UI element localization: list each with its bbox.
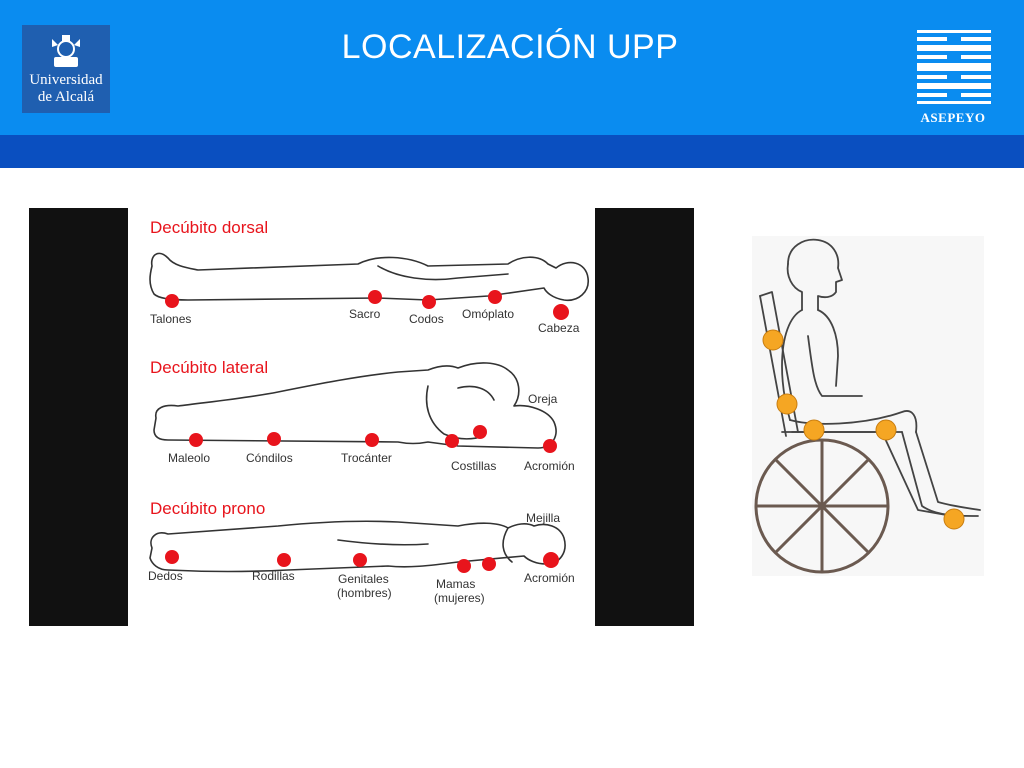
point-mamas-1: [457, 559, 471, 573]
label-costillas: Costillas: [451, 459, 496, 473]
wheelchair-figure: [752, 236, 984, 576]
label-codos: Codos: [409, 312, 444, 326]
point-dedos: [165, 550, 179, 564]
label-condilos: Cóndilos: [246, 451, 293, 465]
asepeyo-logo: ASEPEYO: [915, 28, 993, 126]
label-hombres: (hombres): [337, 586, 392, 600]
positions-figure-canvas: Decúbito dorsal Decúbito lateral Decúbit…: [128, 208, 595, 626]
point-wheelchair-back: [762, 329, 784, 351]
point-omoplato: [488, 290, 502, 304]
point-codos: [422, 295, 436, 309]
label-acromion-lateral: Acromión: [524, 459, 575, 473]
asepeyo-mark-icon: [917, 30, 991, 104]
point-costillas: [445, 434, 459, 448]
label-oreja: Oreja: [528, 392, 558, 406]
wheelchair-diagram: [754, 238, 981, 574]
university-name-line1: Universidad: [29, 72, 103, 88]
point-condilos: [267, 432, 281, 446]
point-oreja: [473, 425, 487, 439]
label-mamas: Mamas: [436, 577, 475, 591]
point-wheelchair-ischium: [803, 419, 825, 441]
asepeyo-wordmark: ASEPEYO: [920, 110, 986, 125]
label-genitales: Genitales: [338, 572, 389, 586]
label-talones: Talones: [150, 312, 191, 326]
heading-lateral: Decúbito lateral: [150, 358, 268, 377]
label-maleolo: Maleolo: [168, 451, 210, 465]
positions-figure: Decúbito dorsal Decúbito lateral Decúbit…: [29, 208, 694, 626]
point-acromion-prono: [543, 552, 559, 568]
label-trocanter: Trocánter: [341, 451, 392, 465]
point-genitales: [353, 553, 367, 567]
label-omoplato: Omóplato: [462, 307, 514, 321]
label-mejilla: Mejilla: [526, 511, 560, 525]
point-wheelchair-knee: [875, 419, 897, 441]
prono-body-outline: [149, 520, 566, 573]
label-dedos: Dedos: [148, 569, 183, 583]
lateral-body-outline: [153, 362, 557, 449]
heading-prono: Decúbito prono: [150, 499, 265, 518]
point-wheelchair-heel: [943, 508, 965, 530]
pressure-points-diagram: Decúbito dorsal Decúbito lateral Decúbit…: [148, 218, 589, 605]
point-trocanter: [365, 433, 379, 447]
label-mujeres: (mujeres): [434, 591, 485, 605]
point-talones: [165, 294, 179, 308]
point-sacro: [368, 290, 382, 304]
point-mamas-2: [482, 557, 496, 571]
slide-title: LOCALIZACIÓN UPP: [341, 28, 679, 66]
label-rodillas: Rodillas: [252, 569, 295, 583]
slide-header: [0, 0, 1024, 135]
heading-dorsal: Decúbito dorsal: [150, 218, 268, 237]
label-acromion-prono: Acromión: [524, 571, 575, 585]
point-maleolo: [189, 433, 203, 447]
point-cabeza: [553, 304, 569, 320]
university-logo: Universidad de Alcalá: [22, 25, 110, 113]
label-sacro: Sacro: [349, 307, 381, 321]
point-wheelchair-sacrum: [776, 393, 798, 415]
label-cabeza: Cabeza: [538, 321, 580, 335]
point-rodillas: [277, 553, 291, 567]
university-crest-icon: [52, 35, 80, 67]
point-acromion-lateral: [543, 439, 557, 453]
university-name-line2: de Alcalá: [37, 89, 95, 105]
header-band: [0, 135, 1024, 168]
